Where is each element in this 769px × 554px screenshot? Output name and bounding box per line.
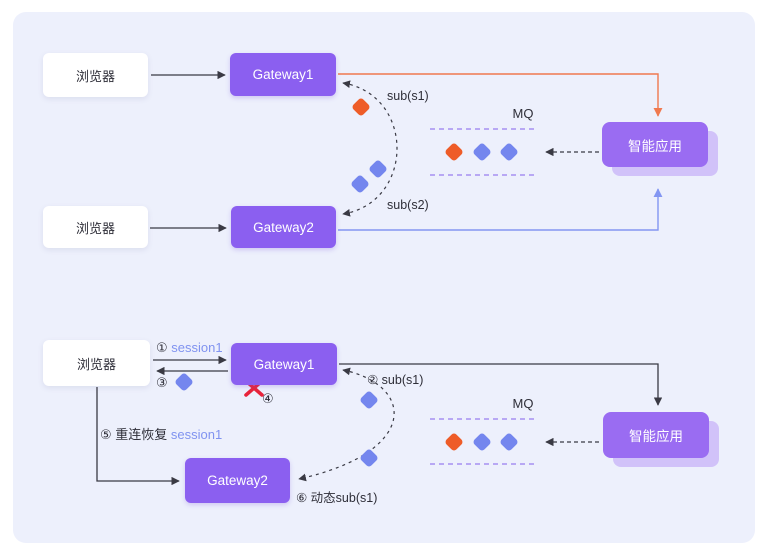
- top-browser1-box: 浏览器: [43, 53, 148, 97]
- step1-session-text: session1: [171, 340, 223, 355]
- bottom-app-box: 智能应用: [603, 412, 709, 458]
- step5-reconnect-label: ⑤ 重连恢复 session1: [100, 424, 222, 443]
- step6-dynamic-sub-label: ⑥ 动态sub(s1): [296, 491, 378, 505]
- step4-number: ④: [262, 391, 274, 406]
- top-browser2-box: 浏览器: [43, 206, 148, 248]
- step5-session-text: session1: [170, 427, 223, 442]
- bottom-gateway2-label: Gateway2: [207, 473, 268, 488]
- step3-number: ③: [156, 375, 168, 390]
- top-gateway2-box: Gateway2: [231, 206, 336, 248]
- top-gateway2-label: Gateway2: [253, 219, 314, 235]
- bottom-gateway2-box: Gateway2: [185, 458, 290, 503]
- bottom-app-label: 智能应用: [629, 429, 683, 444]
- top-app-label: 智能应用: [628, 138, 682, 154]
- top-sub-s1-label: sub(s1): [387, 89, 429, 103]
- top-gateway1-box: Gateway1: [230, 53, 336, 96]
- top-mq-label: MQ: [512, 106, 534, 121]
- step1-session-label: ① session1: [156, 340, 223, 356]
- step2-sub-label: ② sub(s1): [367, 373, 424, 387]
- top-browser1-label: 浏览器: [75, 68, 115, 84]
- step1-number: ①: [156, 340, 168, 355]
- top-gateway1-label: Gateway1: [252, 67, 314, 82]
- bottom-gateway1-label: Gateway1: [253, 356, 315, 372]
- bottom-mq-label: MQ: [512, 396, 534, 411]
- top-sub-s2-label: sub(s2): [387, 198, 429, 212]
- bottom-gateway1-box: Gateway1: [231, 343, 337, 385]
- step5-prefix: ⑤ 重连恢复: [100, 427, 168, 442]
- bottom-browser-label: 浏览器: [76, 356, 116, 372]
- top-app-box: 智能应用: [602, 122, 708, 167]
- top-browser2-label: 浏览器: [75, 220, 115, 236]
- bottom-browser-box: 浏览器: [43, 340, 150, 386]
